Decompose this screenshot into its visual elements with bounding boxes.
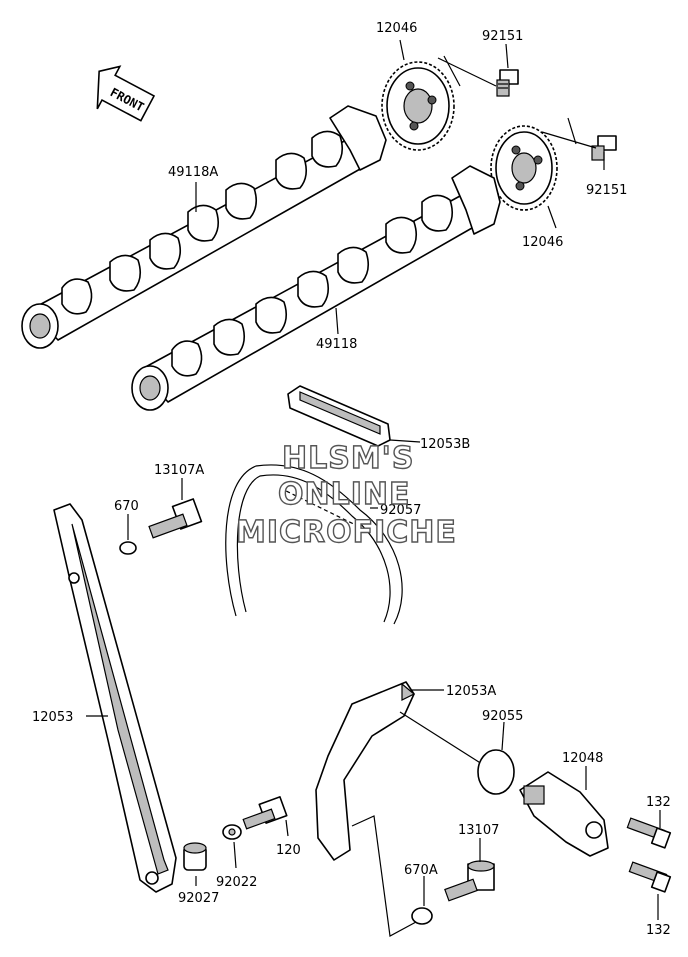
label-132-bottom: 132 bbox=[646, 923, 671, 938]
label-12053: 12053 bbox=[32, 710, 73, 725]
label-92022: 92022 bbox=[216, 875, 257, 890]
sprocket-bolt-top bbox=[496, 69, 519, 97]
label-670: 670 bbox=[114, 499, 139, 514]
cam-chain bbox=[225, 464, 403, 625]
label-49118a: 49118A bbox=[168, 165, 218, 180]
watermark-line3: MICROFICHE bbox=[236, 515, 457, 550]
label-92057: 92057 bbox=[380, 503, 421, 518]
chain-guide-upper bbox=[287, 385, 421, 447]
label-12046-top: 12046 bbox=[376, 21, 417, 36]
label-13107a: 13107A bbox=[154, 463, 204, 478]
collar-92027 bbox=[183, 842, 207, 886]
label-92027: 92027 bbox=[178, 891, 219, 906]
bolt-132-bottom bbox=[628, 861, 672, 920]
label-92055: 92055 bbox=[482, 709, 523, 724]
sprocket-bolt-right bbox=[591, 135, 617, 161]
sprocket-leaders bbox=[399, 39, 605, 229]
chain-tensioner bbox=[519, 766, 609, 857]
label-13107: 13107 bbox=[458, 823, 499, 838]
bolt-120 bbox=[242, 796, 289, 837]
watermark: HLSM'S ONLINE MICROFICHE bbox=[235, 440, 457, 550]
label-12046-right: 12046 bbox=[522, 235, 563, 250]
watermark-line2: ONLINE bbox=[278, 477, 411, 512]
camshaft-exhaust bbox=[131, 165, 501, 411]
chain-guide-lower bbox=[315, 681, 483, 861]
label-92151-top: 92151 bbox=[482, 29, 523, 44]
label-49118: 49118 bbox=[316, 337, 357, 352]
chain-guide-left bbox=[53, 503, 177, 893]
label-12048: 12048 bbox=[562, 751, 603, 766]
bolt-13107 bbox=[444, 838, 495, 902]
bolt-13107a bbox=[148, 478, 203, 539]
oring-670 bbox=[119, 514, 137, 555]
label-12053a: 12053A bbox=[446, 684, 496, 699]
front-arrow-icon: FRONT bbox=[96, 65, 156, 122]
oring-670a bbox=[351, 815, 433, 937]
cam-sprocket-right bbox=[490, 125, 558, 211]
label-12053b: 12053B bbox=[420, 437, 470, 452]
oring-92055 bbox=[477, 721, 515, 795]
bolt-132-top bbox=[626, 810, 672, 849]
label-670a: 670A bbox=[404, 863, 438, 878]
camshaft-intake bbox=[21, 105, 387, 349]
label-120: 120 bbox=[276, 843, 301, 858]
washer-92022 bbox=[222, 824, 242, 869]
leader-49118 bbox=[335, 307, 339, 335]
cam-sprocket-top bbox=[381, 61, 455, 151]
watermark-line1: HLSM'S bbox=[282, 441, 414, 476]
label-92151-right: 92151 bbox=[586, 183, 627, 198]
label-132-top: 132 bbox=[646, 795, 671, 810]
